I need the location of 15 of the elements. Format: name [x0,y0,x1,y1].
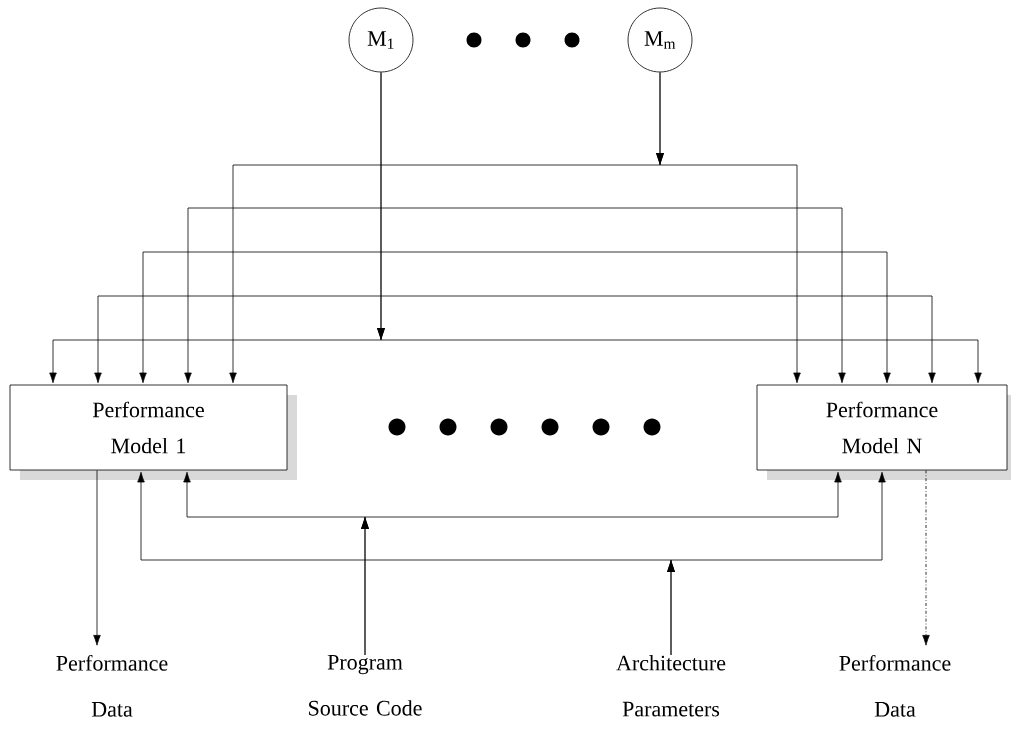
model-box: Performance Model 1 [9,384,288,471]
arrow [94,295,936,384]
arrow [139,251,891,384]
arrow [184,207,846,384]
arrow [667,471,886,656]
input-label: Performance Data [56,655,168,717]
arrow [922,470,930,646]
arrow [361,471,842,656]
arrow [93,470,101,646]
input-label: Architecture Parameters [616,655,726,717]
input-label: Performance Data [839,655,951,717]
model-box: Performance Model N [756,384,1008,471]
arrow [656,72,801,384]
input-label: Program Source Code [309,655,422,716]
arrow [377,72,982,384]
